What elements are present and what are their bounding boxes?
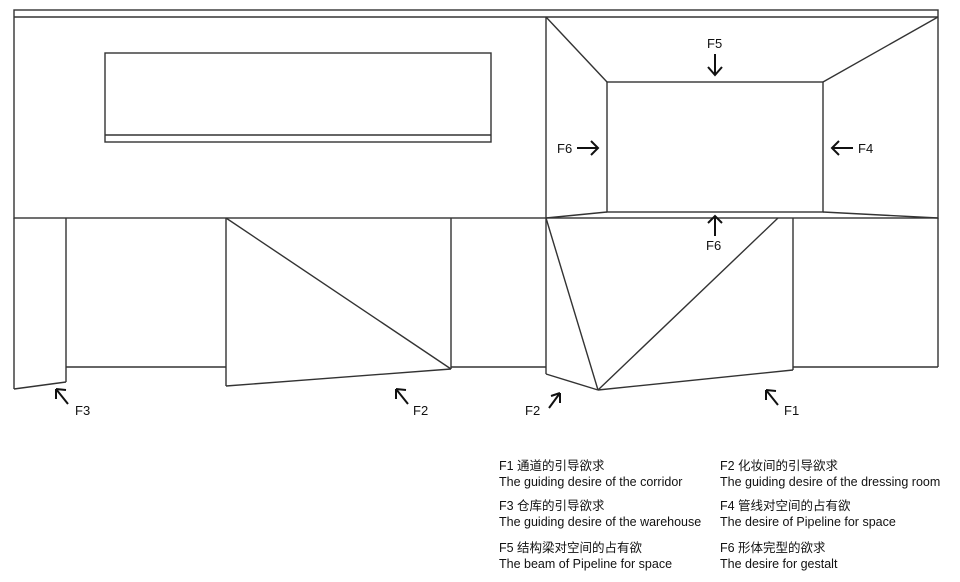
legend-cn: F4 管线对空间的占有欲 bbox=[720, 499, 851, 513]
arrow-down-icon bbox=[707, 54, 723, 77]
corridor-door-bottom bbox=[597, 369, 794, 391]
force-label-f2: F2 bbox=[413, 403, 429, 418]
force-label-f3: F3 bbox=[75, 403, 91, 418]
legend-item: F5 结构梁对空间的占有欲 The beam of Pipeline for s… bbox=[499, 540, 672, 572]
upper-wall-frame bbox=[13, 9, 939, 219]
niche-corner-line bbox=[545, 16, 608, 83]
force-label-f6: F6 bbox=[706, 238, 722, 253]
arrow-up-left-icon bbox=[395, 388, 409, 405]
arrow-up-left-icon bbox=[765, 389, 779, 406]
niche-back-panel bbox=[606, 81, 824, 213]
legend-cn: F1 通道的引导欲求 bbox=[499, 459, 605, 473]
legend-en: The guiding desire of the warehouse bbox=[499, 515, 702, 529]
niche-corner-line bbox=[545, 211, 608, 219]
upper-cabinet bbox=[104, 52, 492, 143]
force-label-f5: F5 bbox=[707, 36, 723, 51]
niche-corner-line bbox=[822, 16, 939, 83]
storage-door-bottom bbox=[13, 381, 67, 390]
dressing-door-bottom bbox=[225, 368, 452, 387]
legend-en: The guiding desire of the dressing room bbox=[720, 475, 941, 489]
force-label-f1: F1 bbox=[784, 403, 800, 418]
force-label-f2: F2 bbox=[525, 403, 541, 418]
corridor-door-fold bbox=[545, 217, 599, 391]
niche-corner-line bbox=[822, 211, 939, 219]
arrow-up-left-icon bbox=[55, 388, 69, 405]
legend-item: F4 管线对空间的占有欲 The desire of Pipeline for … bbox=[720, 498, 896, 530]
legend-en: The desire for gestalt bbox=[720, 557, 838, 571]
force-label-f4: F4 bbox=[858, 141, 874, 156]
legend-cn: F2 化妆间的引导欲求 bbox=[720, 459, 839, 473]
legend-cn: F6 形体完型的欲求 bbox=[720, 541, 826, 555]
legend-item: F3 仓库的引导欲求 The guiding desire of the war… bbox=[499, 498, 701, 530]
corridor-door-diagonal bbox=[597, 217, 779, 391]
force-label-f6: F6 bbox=[557, 141, 573, 156]
legend-cn: F3 仓库的引导欲求 bbox=[499, 499, 605, 513]
legend-cn: F5 结构梁对空间的占有欲 bbox=[499, 541, 643, 555]
legend-en: The guiding desire of the corridor bbox=[499, 475, 683, 489]
dressing-door-diagonal bbox=[225, 217, 452, 370]
arrow-up-right-icon bbox=[548, 392, 561, 409]
corridor-door-bottom bbox=[545, 373, 599, 391]
arrow-left-icon bbox=[830, 140, 853, 156]
arrow-up-icon bbox=[707, 214, 723, 236]
legend-item: F6 形体完型的欲求 The desire for gestalt bbox=[720, 540, 837, 572]
legend-item: F1 通道的引导欲求 The guiding desire of the cor… bbox=[499, 458, 682, 490]
legend-en: The desire of Pipeline for space bbox=[720, 515, 896, 529]
arrow-right-icon bbox=[577, 140, 600, 156]
legend-item: F2 化妆间的引导欲求 The guiding desire of the dr… bbox=[720, 458, 940, 490]
legend-en: The beam of Pipeline for space bbox=[499, 557, 673, 571]
